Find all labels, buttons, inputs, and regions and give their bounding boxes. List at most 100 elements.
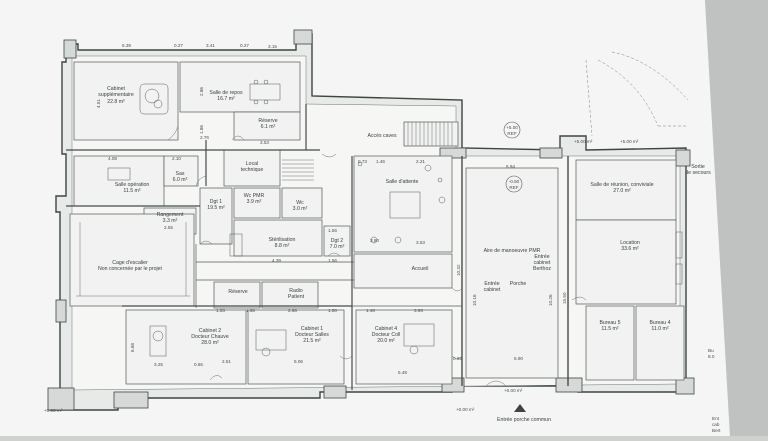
dimension: 0.66 bbox=[194, 362, 203, 367]
room-aire-manoeuvre bbox=[465, 167, 559, 379]
dimension: 5.06 bbox=[294, 359, 303, 364]
dimension: 6.68 bbox=[130, 343, 135, 352]
label-aire-manoeuvre: Aire de manoeuvre PMR bbox=[484, 248, 541, 254]
furniture bbox=[107, 79, 683, 357]
stair-acces-caves bbox=[403, 121, 459, 147]
level-top-1: +5.00 m² bbox=[574, 139, 593, 144]
pier bbox=[63, 39, 77, 59]
pier bbox=[555, 377, 583, 393]
room-bureau4 bbox=[635, 305, 685, 381]
edge-label: 8.0 bbox=[708, 354, 715, 359]
dimension: 3.53 bbox=[416, 240, 425, 245]
room-wc bbox=[281, 187, 323, 219]
dimension: 0.65 bbox=[453, 356, 462, 361]
dimension: 5.94 bbox=[506, 164, 515, 169]
dimension: 3.53 bbox=[260, 140, 269, 145]
dimension: 10.32 bbox=[456, 264, 461, 276]
dimension: 1.56 bbox=[328, 258, 337, 263]
dimension: 0.73 bbox=[358, 159, 367, 164]
pier bbox=[323, 385, 347, 399]
level-mid: +0.00 m² bbox=[504, 388, 523, 393]
dimension: 4.08 bbox=[108, 156, 117, 161]
pier bbox=[113, 391, 149, 409]
room-dgt2 bbox=[323, 225, 351, 257]
label-accueil: Accueil bbox=[412, 266, 429, 272]
dimension: 3.41 bbox=[206, 43, 215, 48]
pier bbox=[55, 299, 67, 323]
room-cabinet4 bbox=[355, 309, 453, 385]
dimension: 1.68 bbox=[246, 308, 255, 313]
doors bbox=[167, 125, 587, 387]
room-sas bbox=[163, 155, 199, 187]
pier bbox=[675, 149, 691, 167]
pier bbox=[47, 387, 75, 411]
room-wc-pmr bbox=[233, 187, 281, 219]
level-top-2: +5.00 m² bbox=[620, 139, 639, 144]
room-cabinet-supp bbox=[73, 61, 179, 141]
room-cabinet1 bbox=[247, 309, 345, 385]
dimension: 10.16 bbox=[472, 294, 477, 306]
edge-label: Bu bbox=[708, 348, 714, 353]
pier bbox=[539, 147, 563, 159]
dimension: 1.86 bbox=[199, 125, 204, 134]
stair-cage-escalier bbox=[76, 222, 190, 297]
room-dgt1 bbox=[199, 187, 233, 245]
dimension: 1.53 bbox=[216, 308, 225, 313]
dimension: 4.51 bbox=[96, 99, 101, 108]
label-reserve-mid: Réserve bbox=[228, 289, 247, 295]
label-porche: Porche bbox=[510, 281, 527, 287]
room-cabinet2 bbox=[125, 309, 247, 385]
dimension: 0.27 bbox=[240, 43, 249, 48]
dimension: 0.27 bbox=[174, 43, 183, 48]
label-acces-caves: Accès caves bbox=[367, 133, 397, 139]
dimension: 2.10 bbox=[172, 156, 181, 161]
paper-shadow-edge bbox=[705, 0, 768, 436]
dimension: 3.15 bbox=[268, 44, 277, 49]
room-reserve-mid bbox=[213, 281, 261, 309]
level-ref-circle-1 bbox=[503, 121, 521, 139]
level-left-bottom: +0.00 m² bbox=[44, 408, 63, 413]
dimension: 10.26 bbox=[548, 294, 553, 306]
edge-label: cab bbox=[712, 422, 720, 427]
label-salle-attente: Salle d'attente bbox=[386, 179, 419, 185]
dimension: 2.66 bbox=[288, 308, 297, 313]
pier bbox=[439, 147, 467, 159]
entrance-arrow bbox=[514, 404, 526, 412]
entrance-label: Entrée porche commun bbox=[497, 417, 551, 423]
room-sterilisation bbox=[233, 219, 323, 257]
dimension: 5.39 bbox=[122, 43, 131, 48]
dimension: 2.51 bbox=[222, 359, 231, 364]
edge-label: Bert bbox=[712, 428, 721, 433]
room-location bbox=[575, 219, 677, 305]
stair-local-technique bbox=[282, 159, 314, 181]
dimension: 15.50 bbox=[562, 292, 567, 304]
dimension: 5.90 bbox=[514, 356, 523, 361]
dimension: 3.25 bbox=[154, 362, 163, 367]
dimension: 2.76 bbox=[200, 135, 209, 140]
guide-arc bbox=[597, 59, 659, 127]
dimension: 1.56 bbox=[328, 228, 337, 233]
dimension: 1.46 bbox=[376, 159, 385, 164]
